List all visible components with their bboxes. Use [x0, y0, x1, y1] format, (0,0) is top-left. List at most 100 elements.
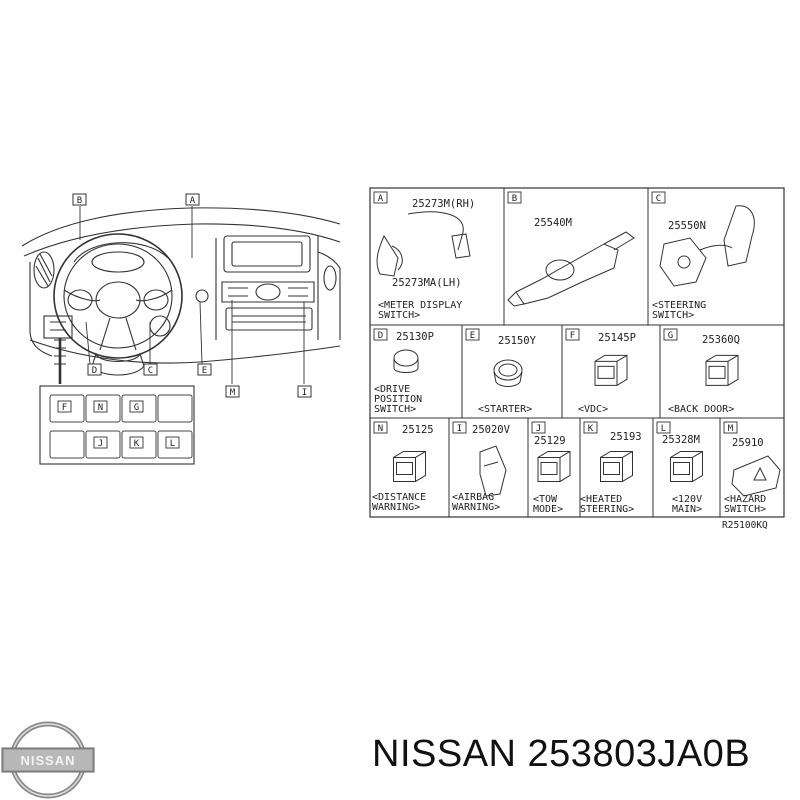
switch-grid-label-j: J	[98, 439, 103, 449]
component-drawing	[594, 354, 628, 386]
part-description: SWITCH>	[724, 504, 766, 515]
cell-letter: C	[656, 194, 661, 204]
component-drawing	[393, 349, 419, 373]
cell-letter: K	[588, 424, 594, 434]
part-description: <HAZARD	[724, 494, 766, 505]
cell-letter: J	[536, 424, 541, 434]
cell-letter: N	[378, 424, 383, 434]
component-drawing	[537, 450, 571, 482]
component-drawing	[376, 211, 471, 277]
part-description: <STEERING	[652, 300, 706, 311]
cell-letter: E	[470, 331, 475, 341]
part-description: SWITCH>	[378, 310, 420, 321]
part-description: <STARTER>	[478, 404, 532, 415]
svg-text:D: D	[92, 366, 97, 376]
svg-text:A: A	[190, 196, 196, 206]
switch-grid-label-k: K	[134, 439, 140, 449]
part-description: <METER DISPLAY	[378, 300, 462, 311]
part-description: <VDC>	[578, 404, 608, 415]
cell-letter: B	[512, 194, 517, 204]
part-description: WARNING>	[372, 502, 420, 513]
svg-text:I: I	[302, 388, 307, 398]
component-drawing	[731, 455, 781, 497]
part-number: 25150Y	[498, 335, 537, 347]
part-cell-b: B 25540M	[507, 191, 635, 307]
part-description: <BACK DOOR>	[668, 404, 734, 415]
part-number: 25145P	[598, 332, 636, 344]
part-description: SWITCH>	[374, 404, 416, 415]
callout-a: A	[185, 193, 200, 206]
part-number: 25273M(RH)	[412, 198, 475, 210]
part-number: 25193	[610, 431, 642, 443]
part-number: 25020V	[472, 424, 511, 436]
cell-letter: D	[378, 331, 383, 341]
dashboard-illustration	[21, 206, 341, 384]
switch-panel-grid: F N G J K L	[39, 385, 195, 465]
part-description: STEERING>	[580, 504, 634, 515]
cell-letter: M	[728, 424, 734, 434]
component-drawing	[493, 359, 523, 387]
callout-d: D	[87, 363, 102, 376]
switch-grid-label-g: G	[134, 403, 139, 413]
dashboard-bottom-callouts: D C E M I	[87, 363, 312, 398]
part-description: MODE>	[533, 504, 563, 515]
callout-e: E	[197, 363, 212, 376]
part-number: 25550N	[668, 220, 706, 232]
part-number: 25130P	[396, 331, 434, 343]
part-description: POSITION	[374, 394, 422, 405]
part-cell-a: A 25273M(RH) 25273MA(LH) <METER DISPLAYSWIT…	[373, 191, 475, 321]
logo-wordmark: NISSAN	[20, 753, 75, 768]
part-cell-f: F 25145P <VDC>	[565, 328, 636, 415]
component-drawing	[507, 231, 635, 307]
part-number: 25910	[732, 437, 764, 449]
cell-letter: F	[570, 331, 575, 341]
cell-letter: I	[457, 424, 462, 434]
callout-i: I	[297, 385, 312, 398]
part-description: <AIRBAG	[452, 492, 494, 503]
part-description: SWITCH>	[652, 310, 694, 321]
callout-c: C	[143, 363, 158, 376]
part-description: <TOW	[533, 494, 558, 505]
part-number: 25540M	[534, 217, 572, 229]
part-number: 25328M	[662, 434, 700, 446]
component-drawing	[670, 450, 703, 482]
component-drawing	[600, 450, 633, 482]
part-number: 25273MA(LH)	[392, 277, 462, 289]
svg-text:E: E	[202, 366, 207, 376]
cell-letter: L	[661, 424, 666, 434]
svg-text:M: M	[230, 388, 236, 398]
cell-letter: A	[378, 194, 384, 204]
diagram-reference-code: R25100KQ	[722, 520, 768, 531]
part-description: <HEATED	[580, 494, 622, 505]
component-drawing	[705, 354, 739, 386]
switch-grid-label-l: L	[170, 439, 175, 449]
part-description: MAIN>	[672, 504, 702, 515]
part-number: 25129	[534, 435, 566, 447]
svg-text:B: B	[77, 196, 82, 206]
part-description: WARNING>	[452, 502, 500, 513]
part-description: <DISTANCE	[372, 492, 426, 503]
part-number-caption: NISSAN 253803JA0B	[372, 733, 751, 775]
component-drawing	[479, 445, 507, 497]
callout-b: B	[72, 193, 87, 206]
svg-text:C: C	[148, 366, 153, 376]
nissan-logo: NISSAN	[1, 721, 95, 799]
switch-grid-label-f: F	[62, 403, 67, 413]
part-number: 25360Q	[702, 334, 740, 346]
part-cell-e: E 25150Y <STARTER>	[465, 328, 537, 415]
part-description: <120V	[672, 494, 702, 505]
switch-grid-label-n: N	[98, 403, 103, 413]
